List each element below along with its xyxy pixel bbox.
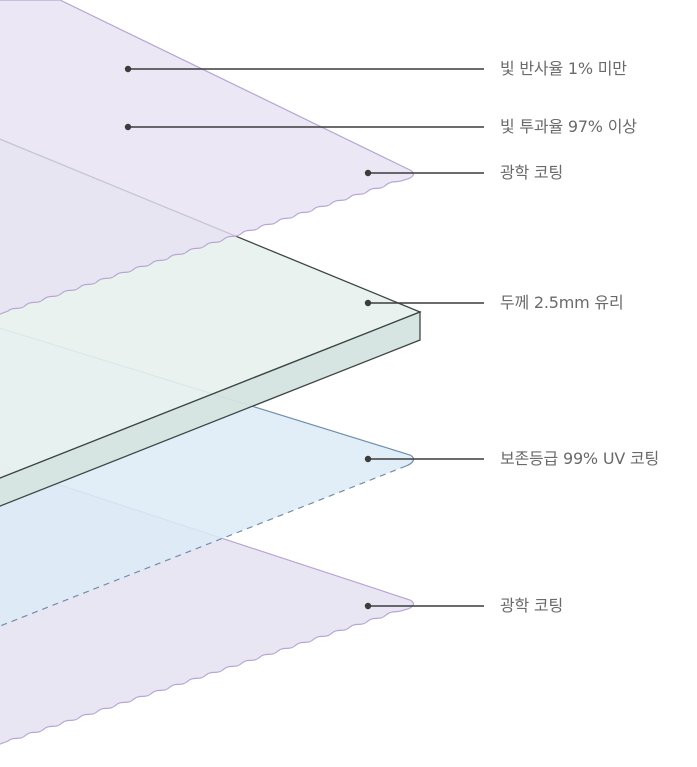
leader-dot-uv-coating bbox=[364, 455, 372, 463]
leader-dot-glass bbox=[364, 299, 372, 307]
label-optical-coating-bottom: 광학 코팅 bbox=[500, 596, 563, 615]
glass-side-face bbox=[0, 311, 421, 507]
label-optical-coating-top: 광학 코팅 bbox=[500, 163, 563, 182]
leader-dot-reflectance bbox=[124, 65, 132, 73]
leader-dot-transmittance bbox=[124, 123, 132, 131]
label-glass: 두께 2.5mm 유리 bbox=[500, 293, 624, 312]
uv-coating-dashed-edge bbox=[0, 465, 407, 627]
label-uv-coating: 보존등급 99% UV 코팅 bbox=[500, 449, 659, 468]
top-optical-coating-layer bbox=[0, 0, 414, 315]
leader-dot-optical-coating-bottom bbox=[364, 602, 372, 610]
label-transmittance: 빛 투과율 97% 이상 bbox=[500, 117, 637, 136]
leader-lines bbox=[124, 65, 484, 610]
label-reflectance: 빛 반사율 1% 미만 bbox=[500, 59, 627, 78]
leader-dot-optical-coating-top bbox=[364, 169, 372, 177]
